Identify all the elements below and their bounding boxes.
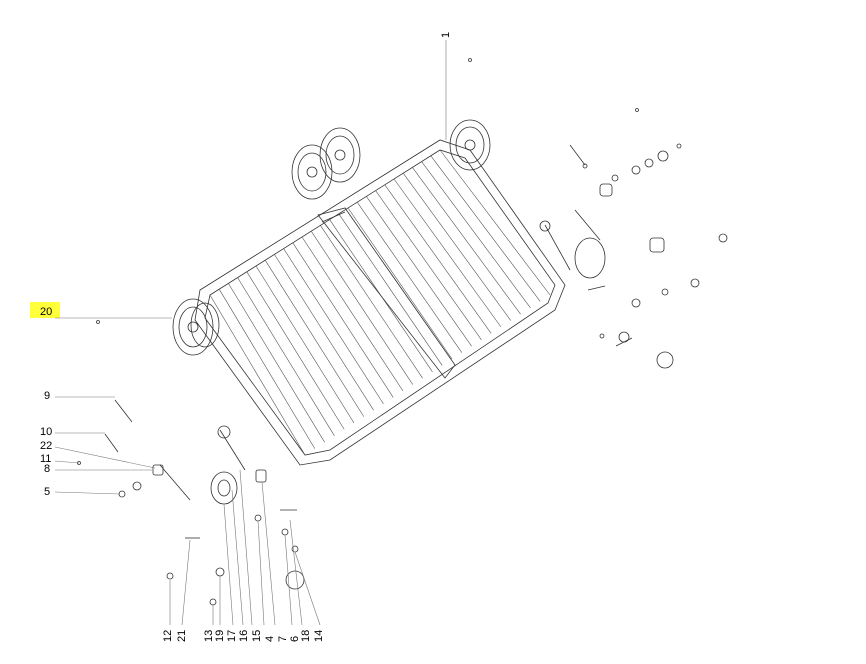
callout-10: 10 — [40, 426, 53, 438]
wheel-rear-middle — [319, 127, 361, 183]
callout-18: 18 — [300, 629, 312, 642]
wheel-rear-left — [291, 144, 333, 200]
callout-12: 12 — [162, 629, 174, 642]
wheel-rear-right — [449, 119, 491, 171]
callout-11: 11 — [40, 453, 52, 465]
lower-left-parts — [77, 320, 191, 501]
callout-8: 8 — [44, 463, 51, 475]
callout-15: 15 — [251, 629, 263, 642]
callout-1: 1 — [440, 31, 452, 38]
callout-16: 16 — [238, 629, 250, 642]
callout-9: 9 — [44, 390, 51, 402]
callout-14: 14 — [313, 629, 325, 642]
highlight-marker-20 — [30, 302, 60, 318]
callout-21: 21 — [176, 629, 188, 642]
right-side-parts — [468, 58, 728, 369]
tensioner-arm-parts — [166, 425, 305, 606]
callout-20: 20 — [40, 306, 53, 318]
wheel-left-front — [172, 298, 220, 356]
callout-17: 17 — [226, 629, 238, 642]
callout-22: 22 — [40, 440, 53, 452]
callout-19: 19 — [214, 629, 226, 642]
conveyor-belt-assembly — [194, 139, 566, 466]
callout-4: 4 — [264, 635, 276, 642]
callout-5: 5 — [44, 486, 51, 498]
leader-lines — [54, 40, 447, 626]
callout-7: 7 — [277, 635, 289, 642]
